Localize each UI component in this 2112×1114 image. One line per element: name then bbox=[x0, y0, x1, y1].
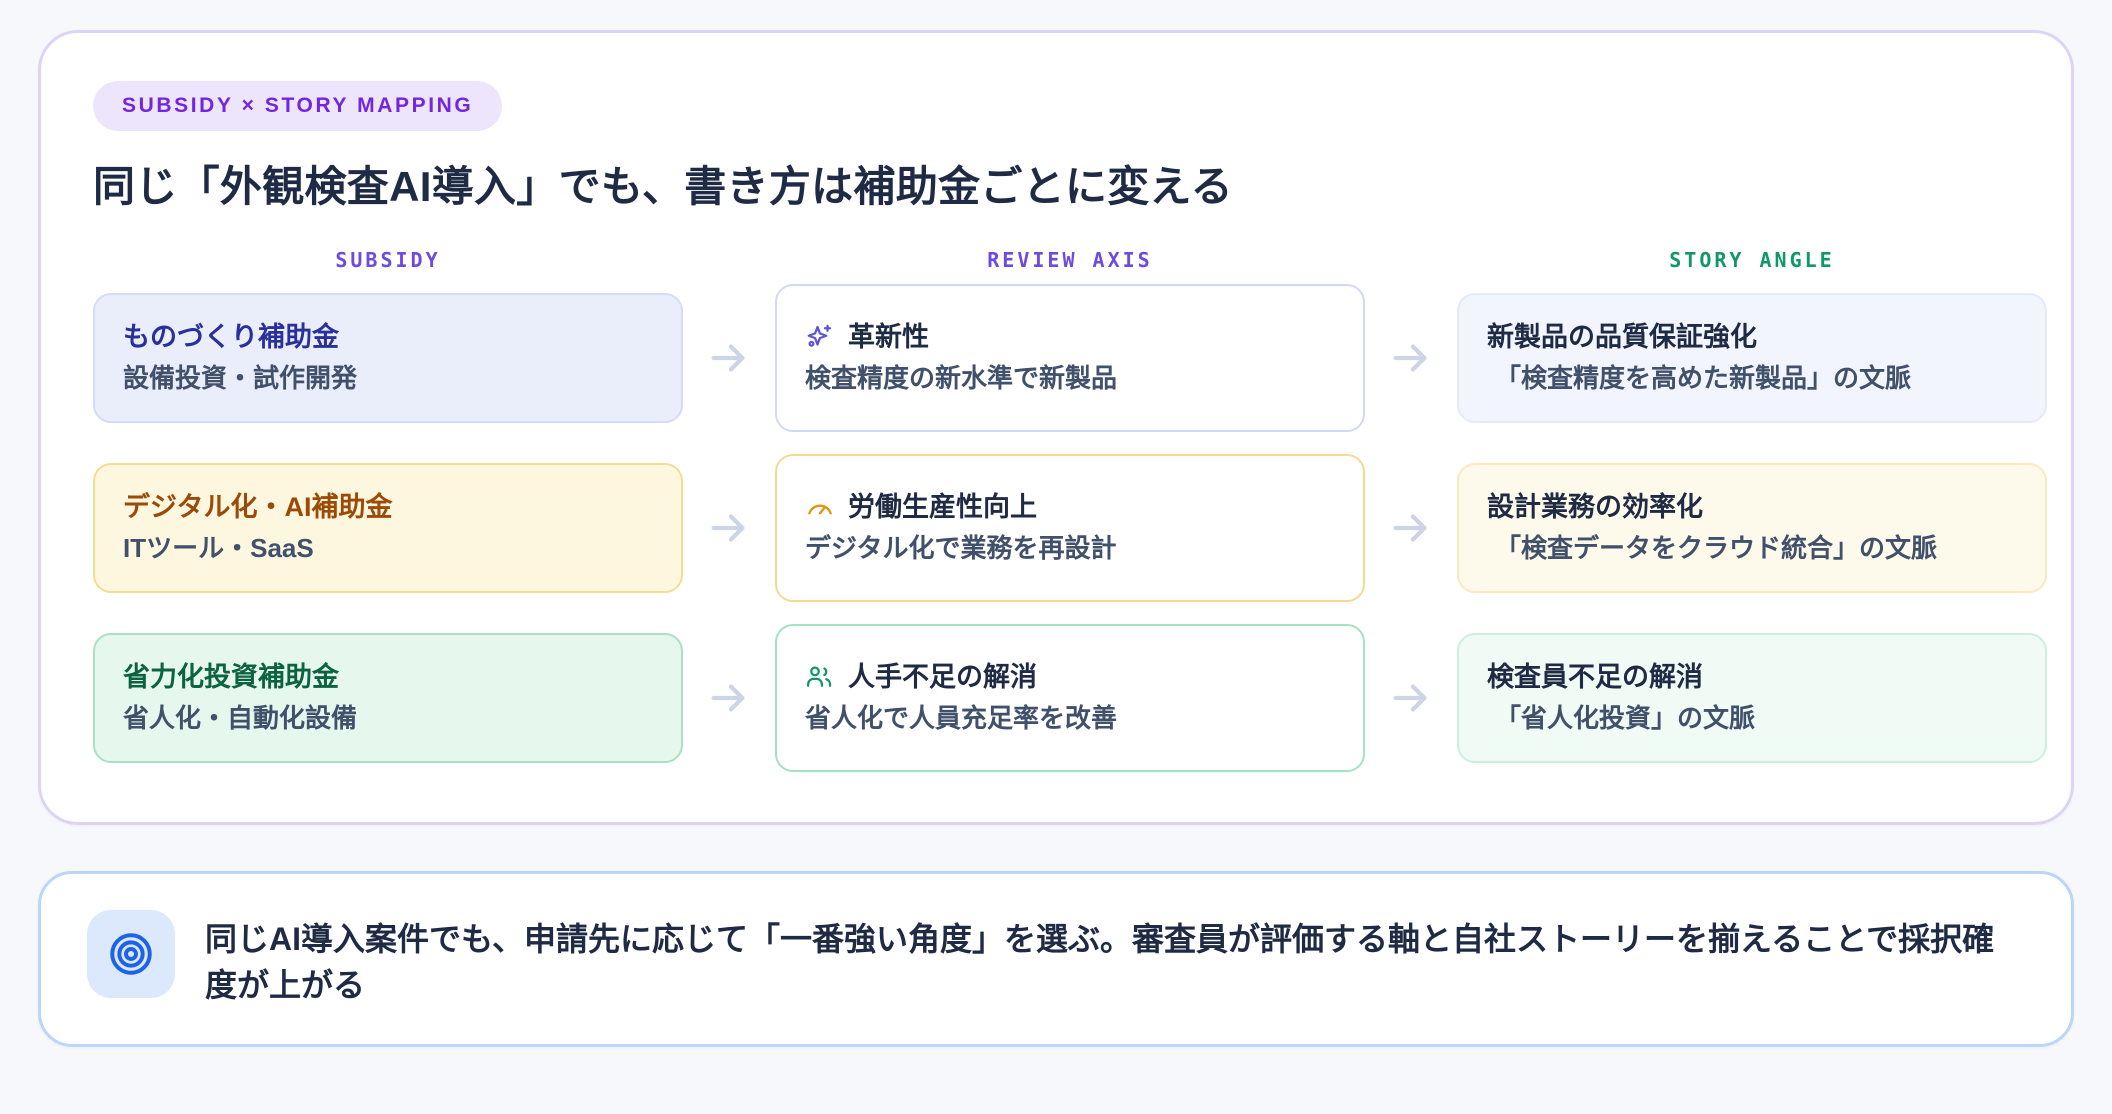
review-axis-card[interactable]: 革新性 検査精度の新水準で新製品 bbox=[775, 283, 1365, 432]
arrow-right-icon bbox=[711, 683, 745, 712]
subsidy-subtitle: 設備投資・試作開発 bbox=[123, 362, 358, 393]
story-angle-subtitle: 「省人化投資」の文脈 bbox=[1495, 702, 1756, 733]
page-title: 同じ「外観検査AI導入」でも、書き方は補助金ごとに変える bbox=[93, 163, 1233, 210]
review-axis-subtitle: 省人化で人員充足率を改善 bbox=[805, 702, 1118, 733]
target-icon bbox=[110, 932, 152, 975]
subsidy-card[interactable]: デジタル化・AI補助金 ITツール・SaaS bbox=[93, 462, 683, 593]
review-axis-header: 革新性 bbox=[805, 321, 1335, 353]
review-axis-title: 革新性 bbox=[848, 321, 929, 352]
callout-icon-container bbox=[87, 909, 175, 998]
arrow-right-icon bbox=[1393, 683, 1427, 712]
column-header-subsidy: SUBSIDY bbox=[335, 247, 441, 272]
column-header-story-angle: STORY ANGLE bbox=[1669, 247, 1835, 272]
users-icon bbox=[807, 666, 832, 687]
story-angle-card[interactable]: 新製品の品質保証強化 「検査精度を高めた新製品」の文脈 bbox=[1457, 292, 2047, 423]
review-axis-card[interactable]: 労働生産性向上 デジタル化で業務を再設計 bbox=[775, 453, 1365, 602]
subsidy-title: デジタル化・AI補助金 bbox=[123, 491, 393, 522]
arrow-connector bbox=[683, 505, 775, 551]
review-axis-subtitle: 検査精度の新水準で新製品 bbox=[805, 362, 1118, 393]
subsidy-title: 省力化投資補助金 bbox=[123, 661, 339, 692]
story-angle-subtitle: 「検査精度を高めた新製品」の文脈 bbox=[1495, 362, 1912, 393]
arrow-right-icon bbox=[711, 343, 745, 372]
story-angle-card[interactable]: 検査員不足の解消 「省人化投資」の文脈 bbox=[1457, 632, 2047, 763]
arrow-connector bbox=[683, 675, 775, 721]
section-badge: SUBSIDY × STORY MAPPING bbox=[93, 81, 503, 131]
arrow-connector bbox=[1365, 675, 1457, 721]
subsidy-subtitle: 省人化・自動化設備 bbox=[123, 702, 358, 733]
arrow-connector bbox=[1365, 335, 1457, 381]
review-axis-title: 人手不足の解消 bbox=[848, 661, 1037, 692]
sparkles-icon bbox=[807, 324, 832, 347]
review-axis-header: 人手不足の解消 bbox=[805, 661, 1335, 693]
arrow-connector bbox=[683, 335, 775, 381]
review-axis-title: 労働生産性向上 bbox=[848, 491, 1037, 522]
mapping-row: デジタル化・AI補助金 ITツール・SaaS 労働生産性向上 デジタル化で業務を… bbox=[93, 453, 2047, 602]
arrow-right-icon bbox=[711, 513, 745, 542]
arrow-right-icon bbox=[1393, 343, 1427, 372]
review-axis-card[interactable]: 人手不足の解消 省人化で人員充足率を改善 bbox=[775, 623, 1365, 772]
callout-text: 同じAI導入案件でも、申請先に応じて「一番強い角度」を選ぶ。審査員が評価する軸と… bbox=[205, 920, 1995, 1003]
subsidy-title: ものづくり補助金 bbox=[123, 321, 339, 352]
column-header-row: SUBSIDY REVIEW AXIS STORY ANGLE bbox=[93, 248, 2019, 272]
subsidy-card[interactable]: ものづくり補助金 設備投資・試作開発 bbox=[93, 292, 683, 423]
review-axis-subtitle: デジタル化で業務を再設計 bbox=[805, 532, 1117, 563]
column-header-review-axis: REVIEW AXIS bbox=[987, 247, 1153, 272]
gauge-icon bbox=[808, 504, 832, 515]
mapping-rows: ものづくり補助金 設備投資・試作開発 革新性 検査精度の新水準で新製品 bbox=[93, 283, 2047, 772]
mapping-row: ものづくり補助金 設備投資・試作開発 革新性 検査精度の新水準で新製品 bbox=[93, 283, 2047, 432]
subsidy-subtitle: ITツール・SaaS bbox=[123, 532, 314, 563]
summary-callout: 同じAI導入案件でも、申請先に応じて「一番強い角度」を選ぶ。審査員が評価する軸と… bbox=[38, 870, 2074, 1048]
story-angle-title: 検査員不足の解消 bbox=[1487, 661, 1703, 692]
story-angle-title: 設計業務の効率化 bbox=[1487, 491, 1703, 522]
mapping-card: SUBSIDY × STORY MAPPING 同じ「外観検査AI導入」でも、書… bbox=[38, 30, 2074, 825]
mapping-row: 省力化投資補助金 省人化・自動化設備 人手不足の解消 省人化で人員充足率を改善 bbox=[93, 623, 2047, 772]
story-angle-subtitle: 「検査データをクラウド統合」の文脈 bbox=[1495, 532, 1938, 563]
arrow-connector bbox=[1365, 505, 1457, 551]
story-angle-title: 新製品の品質保証強化 bbox=[1487, 321, 1757, 352]
subsidy-card[interactable]: 省力化投資補助金 省人化・自動化設備 bbox=[93, 632, 683, 763]
story-angle-card[interactable]: 設計業務の効率化 「検査データをクラウド統合」の文脈 bbox=[1457, 462, 2047, 593]
arrow-right-icon bbox=[1393, 513, 1427, 542]
review-axis-header: 労働生産性向上 bbox=[805, 491, 1335, 523]
